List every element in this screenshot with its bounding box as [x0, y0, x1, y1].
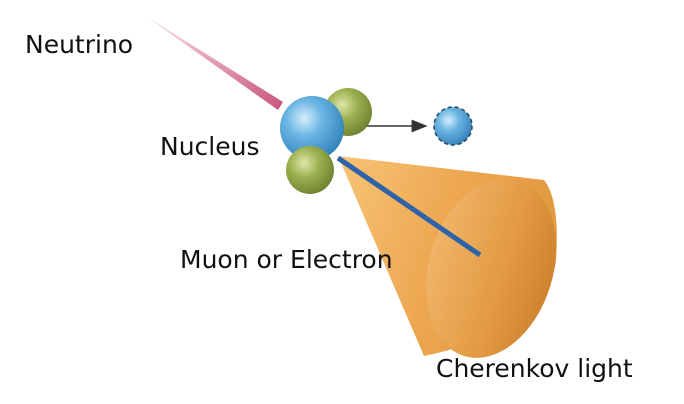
ejected-nucleon: [433, 106, 473, 146]
proton-sphere: [280, 96, 344, 160]
neutrino-label: Neutrino: [25, 30, 134, 59]
nucleus-label: Nucleus: [160, 132, 260, 161]
cherenkov-cone: [338, 156, 557, 358]
nucleus: [280, 88, 372, 194]
muon-track: [336, 155, 482, 258]
muon-or-electron-label: Muon or Electron: [180, 245, 393, 274]
cherenkov-light-label: Cherenkov light: [436, 354, 633, 383]
neutrino-track: [144, 15, 283, 110]
neutron-sphere-bottom: [286, 146, 334, 194]
